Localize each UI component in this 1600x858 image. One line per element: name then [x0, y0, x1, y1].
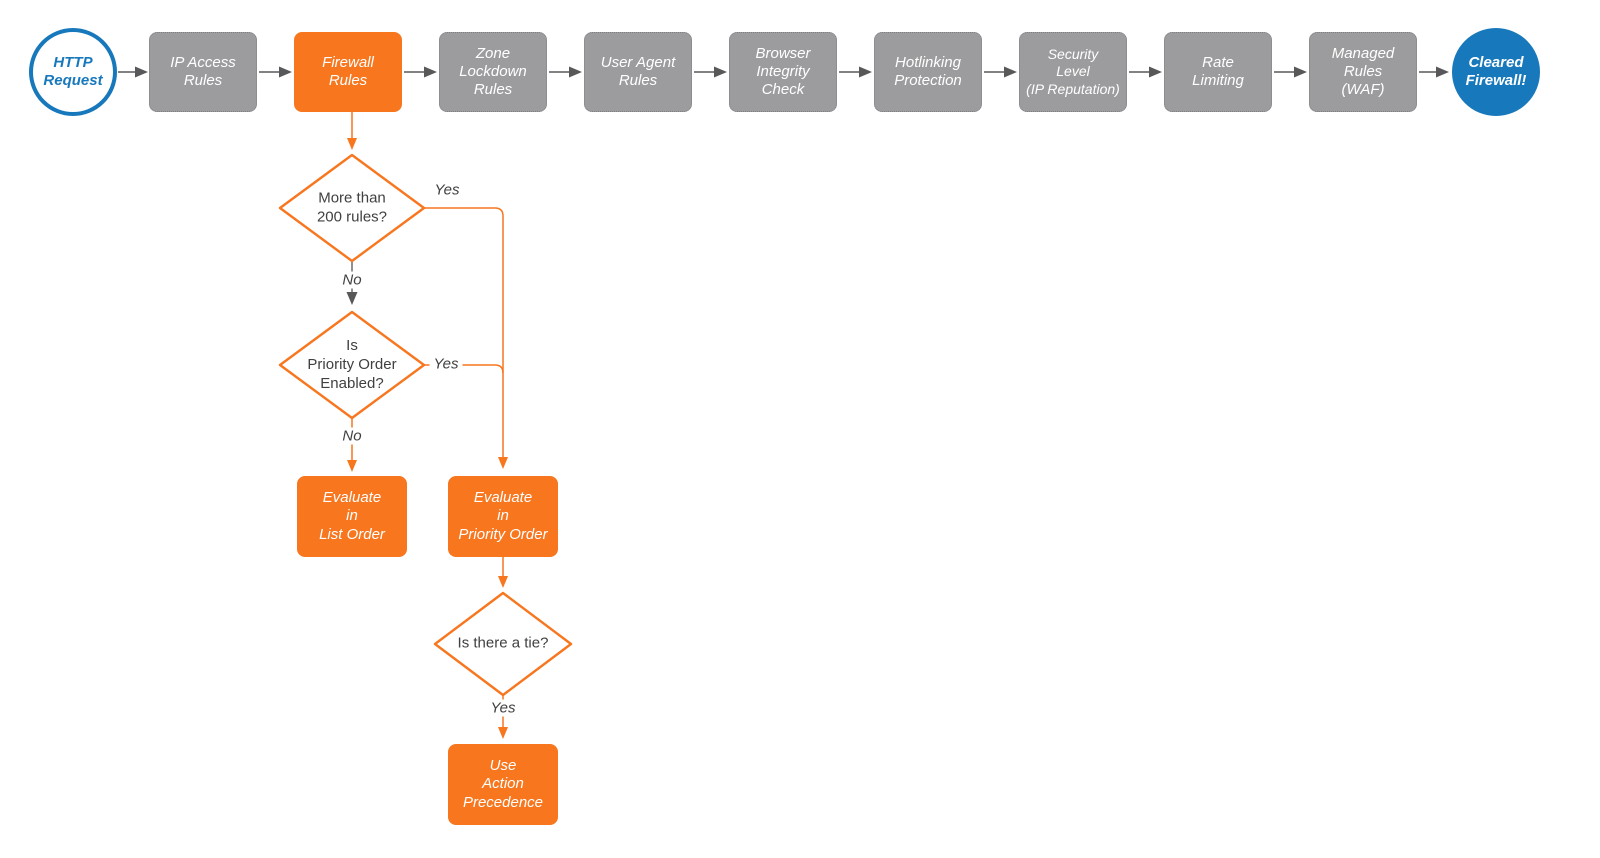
decision-tie-diamond: [433, 591, 573, 697]
edge-label-priority-enabled-no: No: [338, 427, 366, 445]
stage-managed-rules-waf: Managed Rules (WAF): [1309, 32, 1417, 112]
decision-tie-question: Is there a tie?: [457, 634, 549, 652]
stage-ip-access-rules: IP Access Rules: [149, 32, 257, 112]
stage-rate-limiting: Rate Limiting: [1164, 32, 1272, 112]
stage-hotlinking-protection: Hotlinking Protection: [874, 32, 982, 112]
decision-rules-count-question: More than 200 rules?: [316, 189, 388, 225]
stage-user-agent-rules: User Agent Rules: [584, 32, 692, 112]
decision-priority-enabled-question: Is Priority Order Enabled?: [307, 336, 397, 392]
decision-rules-count-diamond: [278, 153, 426, 263]
edge-label-rules-count-no: No: [338, 271, 366, 289]
stage-firewall-rules: Firewall Rules: [294, 32, 402, 112]
edge-rules-count-yes-to-priority-order: [424, 207, 508, 469]
start-node-http-request: HTTP Request: [29, 28, 117, 116]
end-node-cleared-firewall: Cleared Firewall!: [1452, 28, 1540, 116]
stage-zone-lockdown-rules: Zone Lockdown Rules: [439, 32, 547, 112]
stage-browser-integrity-check: Browser Integrity Check: [729, 32, 837, 112]
edge-priority-enabled-yes-merge: [424, 364, 504, 374]
edge-label-tie-yes: Yes: [486, 699, 520, 717]
stage-security-level: Security Level (IP Reputation): [1019, 32, 1127, 112]
edge-label-rules-count-yes: Yes: [430, 181, 464, 199]
edge-label-priority-enabled-yes: Yes: [429, 355, 463, 373]
action-evaluate-list-order: Evaluate in List Order: [297, 476, 407, 557]
decision-priority-enabled-diamond: [278, 310, 426, 420]
action-evaluate-priority-order: Evaluate in Priority Order: [448, 476, 558, 557]
action-use-action-precedence: Use Action Precedence: [448, 744, 558, 825]
